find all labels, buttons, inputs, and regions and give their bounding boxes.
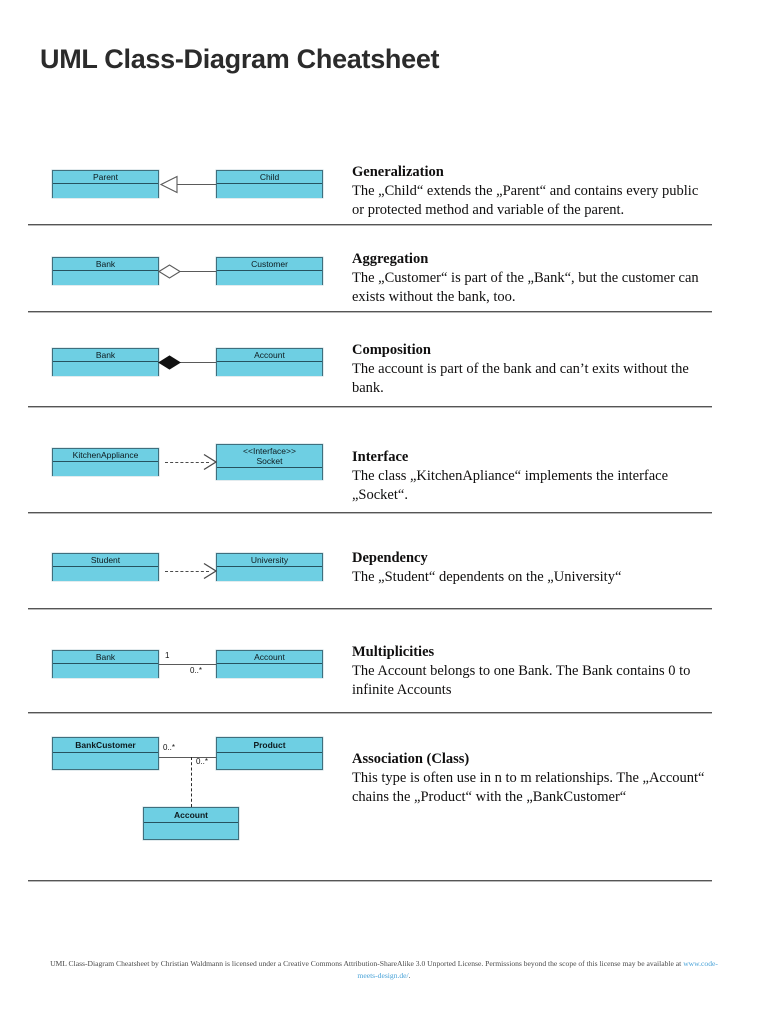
uml-class-kitchenappliance: KitchenAppliance (52, 448, 159, 476)
uml-class-kitchenappliance-name: KitchenAppliance (53, 449, 158, 462)
description-association-class: Association (Class) This type is often u… (352, 750, 708, 806)
uml-class-account-association-name: Account (144, 808, 238, 823)
license-text-before: UML Class-Diagram Cheatsheet by Christia… (50, 959, 684, 968)
uml-class-bank-composition-body (53, 362, 158, 376)
multiplicities-association-line (159, 664, 216, 665)
uml-class-parent-name: Parent (53, 171, 158, 184)
aggregation-line (178, 271, 216, 272)
uml-class-product-body (217, 753, 322, 769)
uml-class-student-name: Student (53, 554, 158, 567)
uml-class-customer-name: Customer (217, 258, 322, 271)
uml-class-child-body (217, 184, 322, 198)
multiplicity-left-label: 1 (165, 651, 170, 660)
body-association-class: This type is often use in n to m relatio… (352, 770, 705, 805)
multiplicity-right-label: 0..* (190, 666, 203, 675)
realization-open-arrow-icon (203, 453, 218, 471)
uml-class-bank-composition-name: Bank (53, 349, 158, 362)
association-class-horizontal-line (159, 757, 216, 758)
uml-interface-socket-name: Socket (256, 456, 283, 466)
generalization-arrow-hollow-triangle-icon (159, 175, 178, 194)
uml-class-child: Child (216, 170, 323, 198)
heading-interface: Interface (352, 449, 409, 465)
uml-class-customer-body (217, 271, 322, 285)
body-multiplicities: The Account belongs to one Bank. The Ban… (352, 663, 691, 698)
uml-interface-socket: <<Interface>> Socket (216, 444, 323, 480)
uml-class-university-name: University (217, 554, 322, 567)
description-dependency: Dependency The „Student“ dependents on t… (352, 549, 708, 587)
uml-class-bankcustomer: BankCustomer (52, 737, 159, 770)
dependency-open-arrow-icon (203, 562, 218, 580)
association-class-dashed-link (191, 757, 192, 807)
uml-class-account-composition-body (217, 362, 322, 376)
uml-class-child-name: Child (217, 171, 322, 184)
realization-dashed-line (165, 462, 209, 463)
aggregation-hollow-diamond-icon (157, 264, 182, 279)
heading-aggregation: Aggregation (352, 251, 429, 267)
description-generalization: Generalization The „Child“ extends the „… (352, 163, 708, 219)
uml-interface-socket-body (217, 468, 322, 480)
uml-class-bank-aggregation-name: Bank (53, 258, 158, 271)
heading-generalization: Generalization (352, 164, 444, 180)
uml-class-student: Student (52, 553, 159, 581)
uml-class-bank-aggregation: Bank (52, 257, 159, 285)
uml-class-bank-multiplicities: Bank (52, 650, 159, 678)
description-composition: Composition The account is part of the b… (352, 341, 708, 397)
uml-interface-stereotype: <<Interface>> (243, 446, 296, 456)
uml-class-account-multiplicities-body (217, 664, 322, 678)
license-link[interactable]: www.code-meets-design.de/ (357, 959, 718, 980)
divider-5 (28, 608, 712, 610)
license-text-after: . (408, 971, 411, 980)
uml-interface-socket-header: <<Interface>> Socket (217, 445, 322, 468)
uml-class-university: University (216, 553, 323, 581)
composition-filled-diamond-icon (158, 355, 181, 370)
dependency-dashed-line (165, 571, 209, 572)
divider-7 (28, 880, 712, 882)
body-generalization: The „Child“ extends the „Parent“ and con… (352, 183, 699, 218)
description-multiplicities: Multiplicities The Account belongs to on… (352, 643, 708, 699)
description-aggregation: Aggregation The „Customer“ is part of th… (352, 250, 708, 306)
description-interface: Interface The class „KitchenApliance“ im… (352, 448, 708, 504)
uml-class-bankcustomer-name: BankCustomer (53, 738, 158, 753)
divider-2 (28, 311, 712, 313)
uml-class-account-multiplicities: Account (216, 650, 323, 678)
association-multiplicity-left-label: 0..* (163, 743, 176, 752)
divider-4 (28, 512, 712, 514)
divider-6 (28, 712, 712, 714)
uml-class-account-association: Account (143, 807, 239, 840)
body-interface: The class „KitchenApliance“ implements t… (352, 468, 669, 503)
license-footer: UML Class-Diagram Cheatsheet by Christia… (40, 958, 728, 982)
uml-class-bank-multiplicities-body (53, 664, 158, 678)
uml-class-product: Product (216, 737, 323, 770)
uml-class-parent-body (53, 184, 158, 198)
page-title: UML Class-Diagram Cheatsheet (40, 44, 440, 74)
uml-class-account-association-body (144, 823, 238, 839)
heading-association-class: Association (Class) (352, 751, 470, 767)
heading-multiplicities: Multiplicities (352, 644, 435, 660)
body-aggregation: The „Customer“ is part of the „Bank“, bu… (352, 270, 699, 305)
generalization-line (176, 184, 216, 185)
uml-class-account-composition: Account (216, 348, 323, 376)
heading-dependency: Dependency (352, 550, 428, 566)
uml-class-bankcustomer-body (53, 753, 158, 769)
uml-class-parent: Parent (52, 170, 159, 198)
heading-composition: Composition (352, 342, 431, 358)
uml-class-account-composition-name: Account (217, 349, 322, 362)
uml-class-bank-composition: Bank (52, 348, 159, 376)
uml-class-product-name: Product (217, 738, 322, 753)
uml-class-bank-multiplicities-name: Bank (53, 651, 158, 664)
association-multiplicity-right-label: 0..* (196, 757, 209, 766)
uml-class-university-body (217, 567, 322, 581)
body-composition: The account is part of the bank and can’… (352, 361, 689, 396)
uml-class-account-multiplicities-name: Account (217, 651, 322, 664)
uml-class-bank-aggregation-body (53, 271, 158, 285)
divider-3 (28, 406, 712, 408)
uml-class-customer: Customer (216, 257, 323, 285)
uml-class-kitchenappliance-body (53, 462, 158, 476)
uml-class-student-body (53, 567, 158, 581)
composition-line (178, 362, 216, 363)
divider-1 (28, 224, 712, 226)
body-dependency: The „Student“ dependents on the „Univers… (352, 569, 622, 585)
